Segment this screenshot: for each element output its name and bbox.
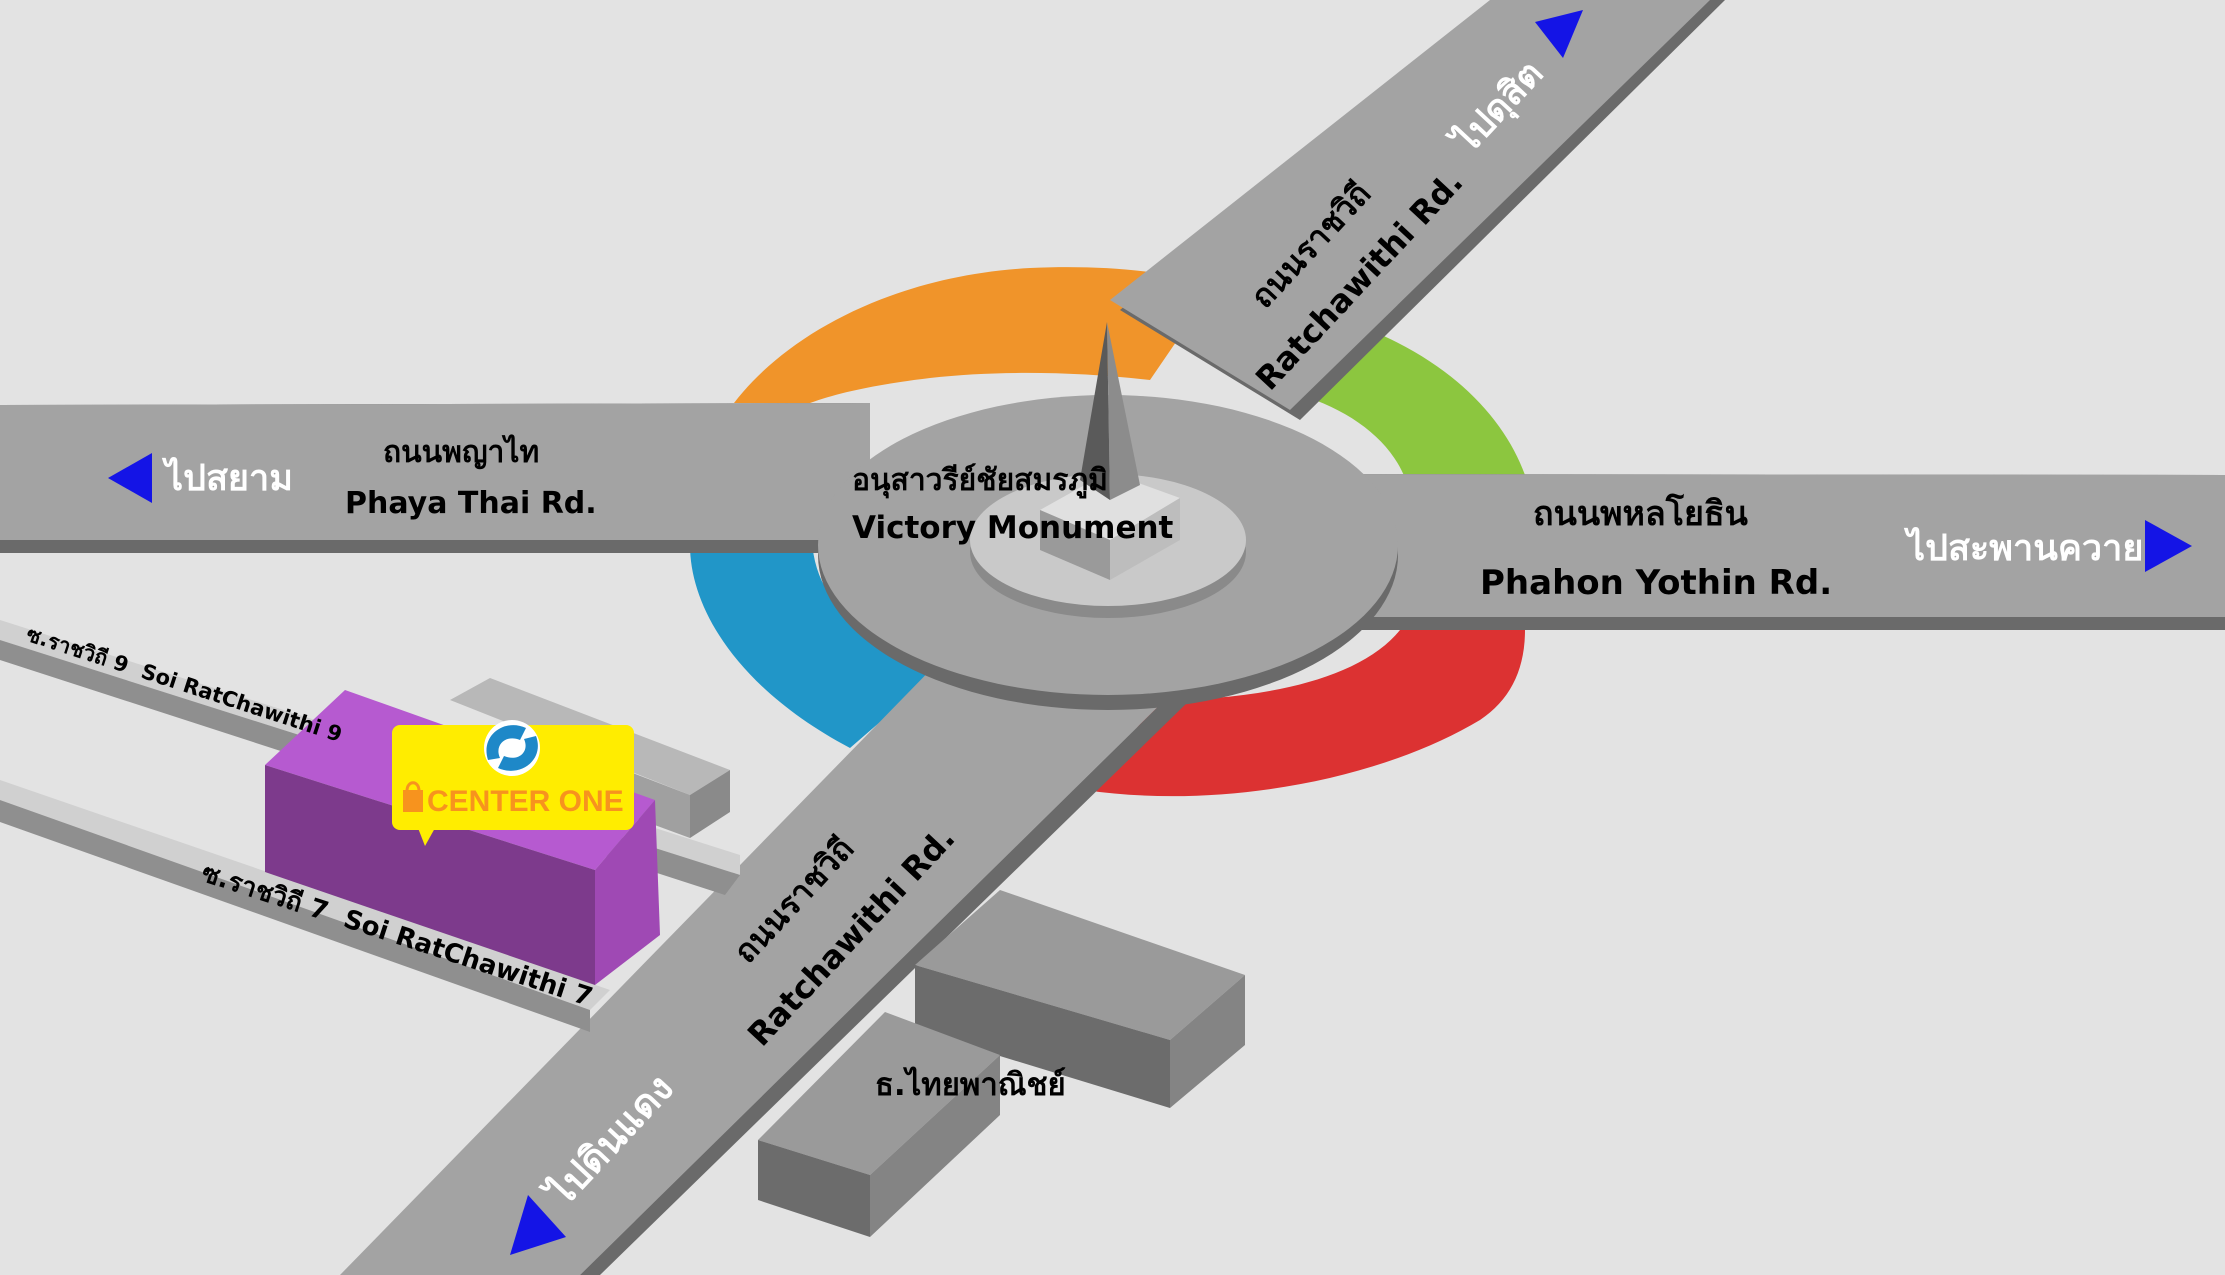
ring-segment-orange bbox=[734, 267, 1215, 403]
ratchawithi-road-south bbox=[340, 655, 1190, 1275]
phaya-thai-name-en: Phaya Thai Rd. bbox=[345, 486, 597, 521]
phaya-thai-direction: ไปสยาม bbox=[161, 456, 293, 499]
shopping-bag-icon bbox=[403, 781, 423, 812]
arrow-left-icon bbox=[108, 453, 152, 503]
phahon-yothin-name-th: ถนนพหลโยธิน bbox=[1533, 493, 1748, 534]
monument-color-ring bbox=[690, 267, 1525, 797]
monument-name-en: Victory Monument bbox=[852, 510, 1174, 546]
ring-segment-blue bbox=[690, 540, 940, 748]
arrow-right-icon bbox=[2145, 520, 2192, 572]
phahon-yothin-direction: ไปสะพานควาย bbox=[1903, 526, 2143, 569]
soi-ratchawithi-7 bbox=[0, 780, 610, 1032]
bank-label: ธ.ไทยพาณิชย์ bbox=[875, 1066, 1066, 1103]
ring-segment-red bbox=[1085, 630, 1525, 797]
phahon-yothin-name-en: Phahon Yothin Rd. bbox=[1480, 563, 1832, 603]
logo-background bbox=[392, 725, 634, 830]
arrow-down-left-icon bbox=[510, 1195, 566, 1255]
soi-9-label: ซ.ราชวิถี 9 Soi RatChawithi 9 bbox=[23, 622, 345, 747]
phaya-thai-road bbox=[0, 403, 870, 553]
bank-building-front bbox=[758, 1012, 1000, 1237]
bank-building-back bbox=[915, 890, 1245, 1108]
phahon-yothin-road bbox=[1300, 474, 2225, 630]
center-one-label: CENTER ONE bbox=[427, 785, 624, 818]
monument-name-th: อนุสาวรีย์ชัยสมรภูมิ bbox=[852, 463, 1108, 499]
center-one-logo: CENTER ONE bbox=[392, 720, 634, 846]
victory-monument bbox=[970, 322, 1246, 618]
center-one-logo-icon bbox=[484, 720, 540, 776]
ring-segment-green bbox=[1300, 330, 1525, 478]
ratchawithi-road-north bbox=[1110, 0, 1725, 420]
arrow-up-right-icon bbox=[1535, 10, 1583, 58]
phaya-thai-name-th: ถนนพญาไท bbox=[383, 434, 539, 470]
